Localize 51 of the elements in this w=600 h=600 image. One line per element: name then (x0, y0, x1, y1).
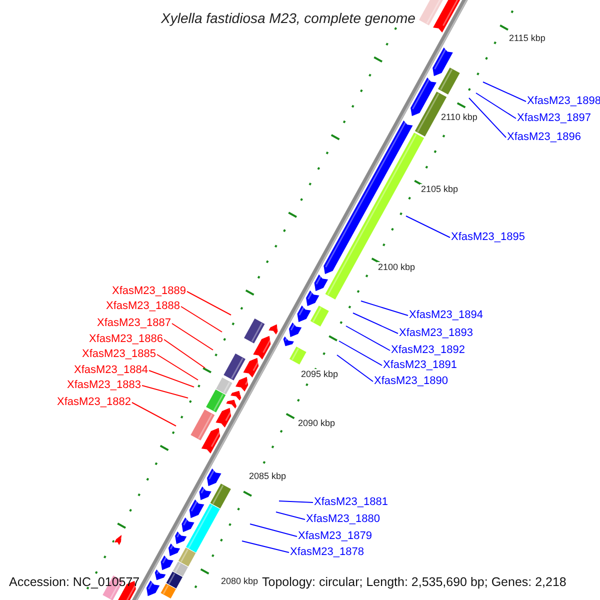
scale-label: 2100 kbp (377, 262, 416, 273)
gene-label: XfasM23_1893 (399, 328, 473, 339)
leader-line (338, 340, 382, 366)
leader-line (336, 354, 374, 382)
leader-line (186, 291, 232, 316)
leader-line (180, 306, 222, 332)
leader-line (242, 540, 290, 553)
leader-line (156, 354, 198, 380)
leader-line (346, 326, 390, 351)
scale-label: 2090 kbp (297, 418, 336, 429)
scale-label: 2095 kbp (300, 369, 340, 380)
leader-line (482, 82, 526, 102)
gene-label: XfasM23_1891 (383, 360, 457, 371)
scale-label: 2085 kbp (248, 471, 288, 482)
leader-line (352, 312, 398, 334)
gene-label: XfasM23_1892 (391, 345, 465, 356)
footer-text: Accession: NC_010577 (9, 576, 140, 588)
gene-label: XfasM23_1890 (374, 376, 448, 387)
leader-line (360, 300, 408, 316)
gene-label: XfasM23_1888 (106, 301, 180, 312)
gene-label: XfasM23_1887 (97, 318, 171, 329)
gene-label: XfasM23_1894 (409, 310, 483, 321)
leader-line (406, 216, 450, 238)
gene-label: XfasM23_1897 (517, 113, 591, 124)
leader-line (476, 92, 516, 119)
gene-label: XfasM23_1878 (290, 547, 364, 558)
leader-line (250, 524, 298, 537)
scale-label: 2115 kbp (508, 33, 546, 44)
gene-label: XfasM23_1883 (67, 380, 141, 391)
gene-label: XfasM23_1895 (451, 232, 525, 243)
gene-label: XfasM23_1882 (57, 397, 131, 408)
leader-line (276, 512, 306, 520)
gene-label: XfasM23_1884 (74, 365, 148, 376)
gene-label: XfasM23_1879 (298, 531, 372, 542)
leader-line (164, 339, 206, 368)
leader-line (148, 370, 194, 388)
leader-line (132, 402, 176, 426)
scale-label: 2080 kbp (220, 576, 260, 587)
footer-text: Topology: circular; Length: 2,535,690 bp; Genes: 2,218 (262, 576, 566, 588)
gene-label: XfasM23_1889 (112, 286, 186, 297)
scale-label: 2105 kbp (420, 184, 460, 195)
gene-label: XfasM23_1896 (507, 132, 581, 143)
gene-label: XfasM23_1886 (89, 334, 163, 345)
gene-label: XfasM23_1880 (306, 514, 380, 525)
scale-label: 2110 kbp (440, 112, 478, 123)
leader-line (172, 323, 214, 350)
gene-label: XfasM23_1881 (314, 497, 388, 508)
leader-line (278, 500, 314, 503)
leader-line (142, 385, 188, 398)
leader-line (468, 98, 506, 138)
gene-label: XfasM23_1885 (82, 349, 156, 360)
